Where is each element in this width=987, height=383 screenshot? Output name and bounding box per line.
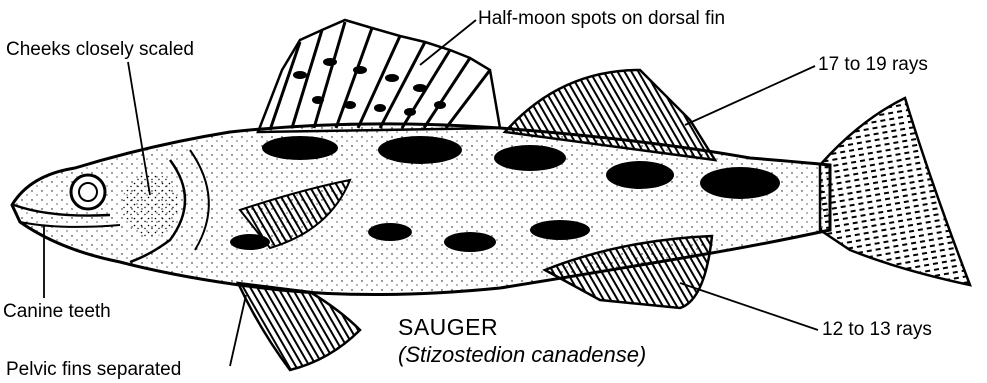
anal-rays-label: 12 to 13 rays [822, 320, 932, 339]
canine-teeth-label: Canine teeth [3, 302, 111, 321]
second-dorsal-rays-label: 17 to 19 rays [818, 55, 928, 74]
pelvic-fins-label: Pelvic fins separated [6, 360, 181, 379]
cheeks-label: Cheeks closely scaled [6, 40, 194, 59]
dorsal-spots-label: Half-moon spots on dorsal fin [478, 9, 725, 28]
spiny-dorsal-fin [258, 20, 500, 132]
scientific-name: (Stizostedion canadense) [398, 344, 646, 366]
caudal-fin [820, 98, 970, 285]
pelvic-fin [238, 283, 360, 370]
common-name-title: SAUGER [398, 316, 498, 339]
